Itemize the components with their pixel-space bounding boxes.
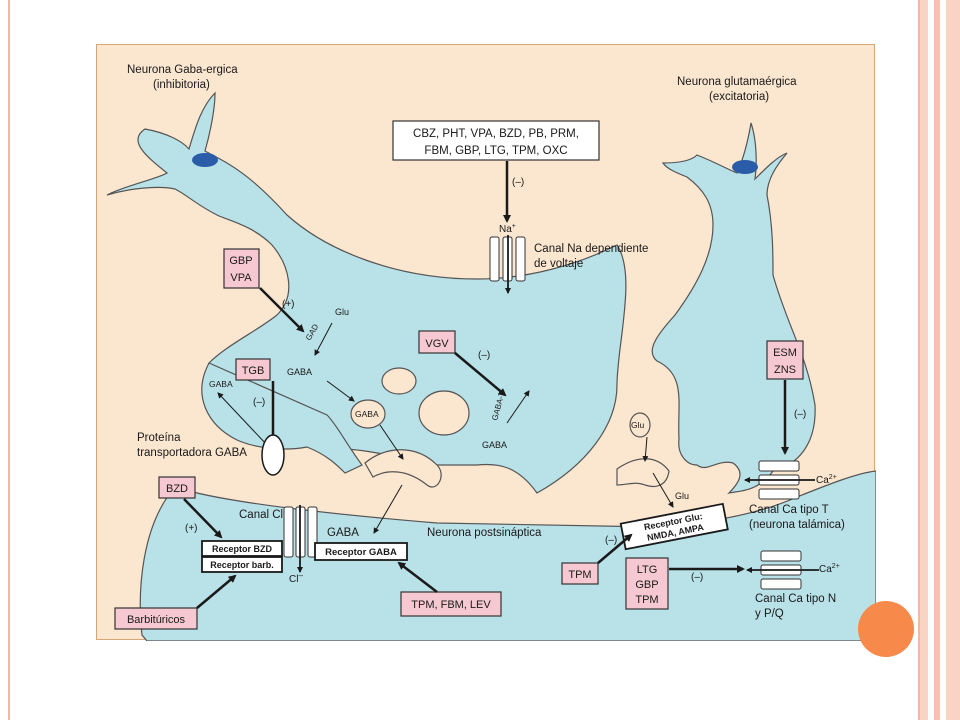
ltg-inhibit-label: (–) [691, 572, 703, 583]
ca-t-channel-label-2: (neurona talámica) [749, 519, 845, 531]
tgb-inhibit-label: (–) [253, 397, 265, 408]
zns-label: ZNS [774, 364, 796, 376]
receptor-bzd [201, 540, 283, 557]
decorative-stripes [920, 0, 960, 720]
receptor-bzd-label: Receptor BZD [212, 544, 273, 554]
receptor-glu [619, 502, 729, 551]
gbp-vpa-box [223, 248, 260, 289]
arrow-icon [379, 424, 404, 460]
arrow-icon [597, 533, 633, 564]
receptor-gaba [314, 542, 408, 561]
ltg-tpm-label: TPM [635, 594, 658, 606]
ltg-gbp-label: GBP [635, 579, 658, 591]
transporter-label-2: transportadora GABA [137, 447, 247, 459]
arrow-icon [642, 436, 649, 462]
glu-top-label: Glu [335, 307, 349, 317]
arrow-icon [397, 561, 438, 593]
gaba-transporter [261, 434, 285, 476]
ca-n-channel-label-1: Canal Ca tipo N [755, 593, 836, 605]
glut-synaptic-notch [616, 458, 670, 488]
bzd-activate-label: (+) [185, 523, 198, 534]
glut-neuron-nucleus [732, 160, 758, 174]
transporter-label-1: Proteína [137, 432, 181, 444]
slide-accent-dot [858, 601, 914, 657]
arrow-icon [373, 484, 403, 534]
ca-t-ion-label: Ca2+ [816, 474, 837, 486]
esm-inhibit-label: (–) [794, 409, 806, 420]
barbituricos-box [114, 607, 198, 630]
diagram-panel: Neurona Gaba-ergica (inhibitoria) Neuron… [96, 44, 876, 641]
tpm-fbm-lev-label: TPM, FBM, LEV [411, 599, 491, 611]
tpm-fbm-lev-box [400, 591, 502, 617]
canal-cl-label: Canal Cl [239, 509, 283, 521]
na-drug-box [392, 120, 600, 161]
glut-neuron-label-1: Neurona glutamaérgica [677, 76, 797, 88]
ca-t-channel-label-1: Canal Ca tipo T [749, 504, 829, 516]
arrow-icon [652, 472, 674, 508]
glu-vesicle-label: Glu [631, 420, 645, 430]
na-drug-line-1: CBZ, PHT, VPA, BZD, PB, PRM, [413, 128, 579, 140]
arrow-icon [314, 322, 333, 356]
gaba-cleft-label: GABA [327, 527, 359, 539]
gaba-a-label: GABA [287, 367, 312, 377]
na-channel-label-2: de voltaje [534, 258, 583, 270]
arrow-icon [183, 498, 223, 539]
gaba-neuron-label-1: Neurona Gaba-ergica [127, 64, 238, 76]
arrow-icon [454, 352, 507, 397]
gaba-bottom-label: GABA [482, 440, 507, 450]
tpm-inhibit-label: (–) [605, 535, 617, 546]
gaba-vesicle-label: GABA [355, 409, 379, 419]
vgv-inhibit-label: (–) [478, 350, 490, 361]
postsynaptic-label: Neurona postsináptica [427, 527, 542, 539]
arrow-icon [259, 287, 305, 333]
arrow-icon [326, 380, 355, 402]
postsynaptic-neuron [139, 470, 876, 641]
tgb-label: TGB [242, 365, 265, 377]
tpm-box [561, 562, 599, 585]
tpm-label: TPM [568, 569, 591, 581]
ca-n-channel-label-2: y P/Q [755, 608, 784, 620]
ca-n-ion-label: Ca2+ [819, 563, 840, 575]
receptor-barb-label: Receptor barb. [210, 560, 274, 570]
glut-neuron-body [651, 122, 816, 495]
arrow-icon [196, 574, 237, 609]
gaba-neuron-axon [201, 362, 363, 474]
vesicle-large [418, 390, 470, 436]
gaba-synaptic-notch [364, 449, 442, 488]
na-channel-label-1: Canal Na dependiente [534, 243, 648, 255]
gaba-neuron-nucleus [192, 153, 218, 167]
gbp-activate-label: (+) [282, 299, 295, 310]
gaba-neuron-body [106, 91, 627, 494]
tgb-box [235, 358, 271, 381]
gaba-left-label: GABA [209, 379, 233, 389]
receptor-barb [201, 556, 283, 573]
receptor-gaba-label: Receptor GABA [325, 547, 397, 558]
vgv-label: VGV [425, 338, 449, 350]
vpa-label: VPA [230, 272, 252, 284]
glut-neuron-label-2: (excitatoria) [709, 91, 769, 103]
bzd-box [158, 476, 196, 499]
ltg-label: LTG [637, 564, 658, 576]
esm-label: ESM [773, 347, 797, 359]
barbituricos-label: Barbitúricos [127, 614, 186, 626]
na-inhibit-label: (–) [512, 177, 524, 188]
esm-zns-box [766, 340, 804, 380]
ltg-gbp-tpm-box [625, 557, 669, 610]
na-ion-label: Na+ [499, 223, 516, 235]
na-drug-line-2: FBM, GBP, LTG, TPM, OXC [424, 145, 567, 157]
arrow-icon [217, 392, 268, 446]
gbp-label: GBP [229, 255, 252, 267]
gaba-neuron-label-2: (inhibitoria) [153, 79, 210, 91]
arrow-icon [506, 390, 530, 424]
vgv-box [418, 330, 456, 354]
glut-vesicle [629, 412, 651, 438]
cl-ion-label: Cl– [289, 571, 303, 585]
glu-release-label: Glu [675, 491, 689, 501]
bzd-label: BZD [166, 483, 188, 495]
gaba-vesicle [350, 399, 386, 429]
vesicle-small [381, 367, 417, 395]
